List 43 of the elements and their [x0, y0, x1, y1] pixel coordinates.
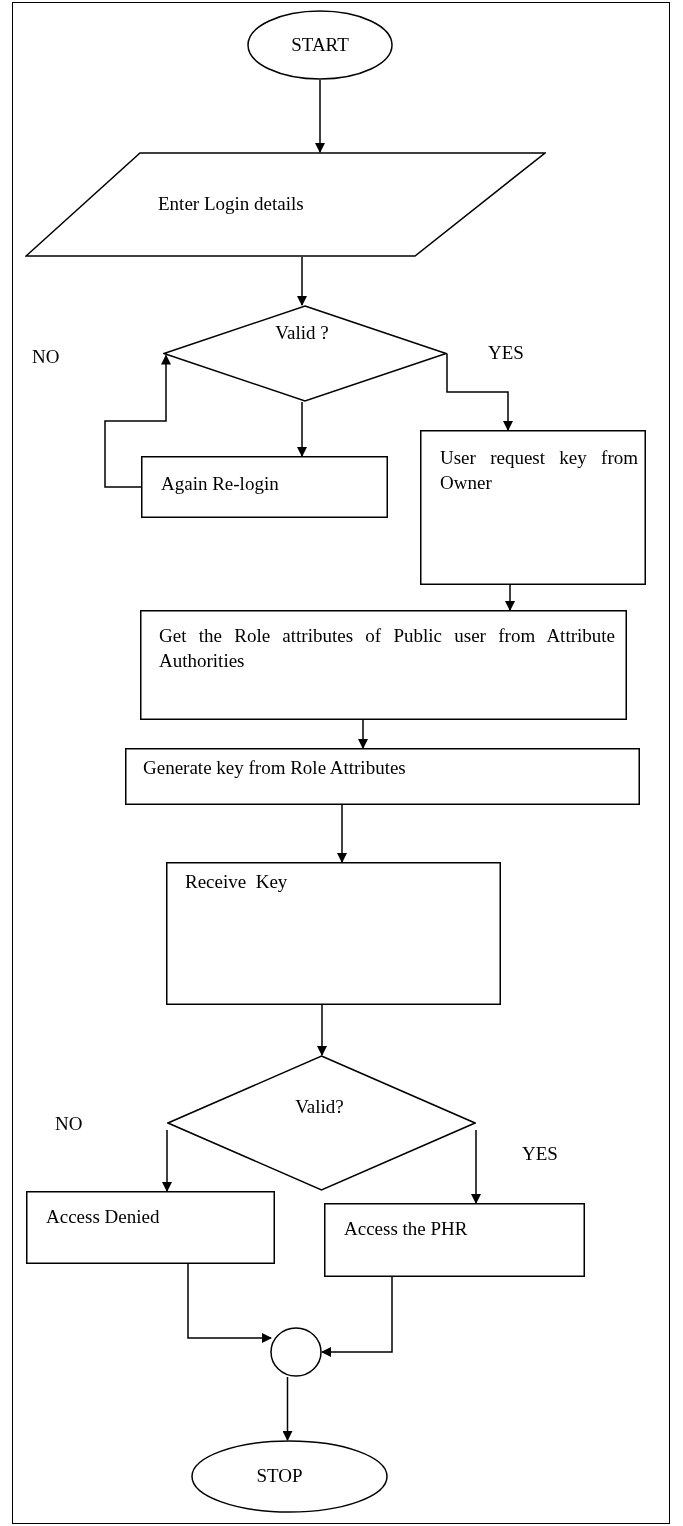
arrow: [321, 1276, 393, 1357]
edge-label: NO: [53, 1114, 85, 1133]
stop-terminal: [191, 1440, 388, 1513]
arrow: [505, 584, 515, 611]
arrow: [446, 352, 513, 431]
arrow: [315, 79, 325, 153]
arrow: [297, 256, 307, 306]
node-text: Generate key from Role Attributes: [143, 757, 406, 778]
start-terminal: [247, 10, 393, 80]
arrow: [358, 719, 368, 749]
process-box: [166, 862, 501, 1005]
input-parallelogram: [25, 152, 546, 257]
node-text: Valid ?: [275, 321, 329, 345]
node-text: START: [291, 32, 349, 57]
node-text: Again Re-login: [161, 471, 279, 496]
decision-diamond: [163, 305, 447, 402]
arrow: [471, 1129, 481, 1204]
arrow: [297, 401, 307, 457]
arrow: [317, 1004, 327, 1056]
arrow: [162, 1129, 172, 1192]
node-text: Access Denied: [46, 1206, 160, 1227]
process-box: [324, 1203, 585, 1277]
connector-circle: [270, 1327, 322, 1377]
process-box: [140, 610, 627, 720]
arrow: [337, 804, 347, 863]
node-text: Valid?: [295, 1095, 344, 1119]
arrow: [282, 1376, 293, 1441]
arrow: [104, 354, 171, 488]
node-text: STOP: [256, 1464, 303, 1489]
node-text: Receive Key: [185, 871, 288, 892]
process-box: [125, 748, 640, 805]
edge-label: YES: [520, 1144, 560, 1163]
node-text: User request key from Owner: [440, 447, 639, 493]
process-box: [141, 456, 388, 518]
process-box: [26, 1191, 275, 1264]
node-text: Enter Login details: [158, 192, 304, 217]
process-box: [420, 430, 646, 585]
arrow: [187, 1263, 272, 1343]
edge-label: NO: [30, 347, 62, 366]
node-text: Get the Role attributes of Public user from Attribute Authorities: [159, 625, 616, 671]
decision-diamond: [167, 1055, 476, 1191]
node-text: Access the PHR: [344, 1218, 468, 1239]
edge-label: YES: [486, 343, 526, 362]
